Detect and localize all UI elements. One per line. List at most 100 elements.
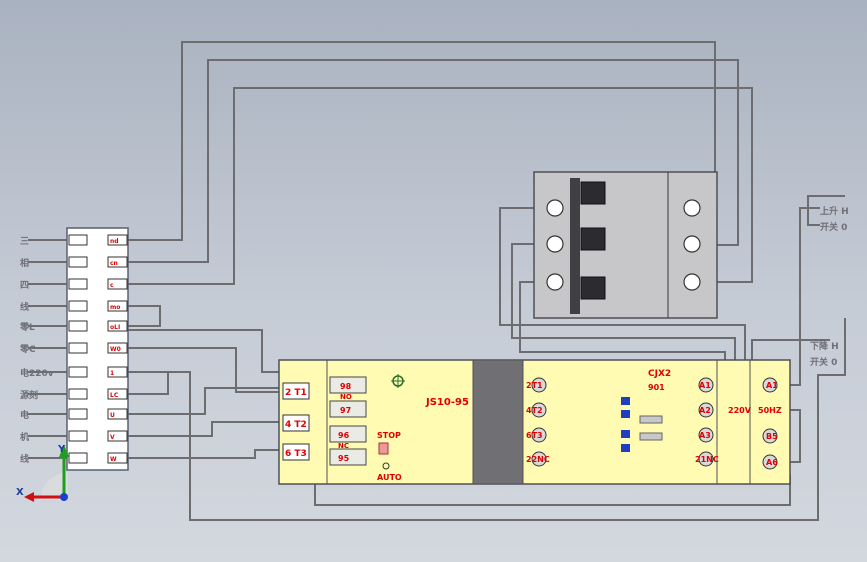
left-label: 三 [20, 236, 29, 247]
left-label: 四 [20, 280, 29, 291]
strip-slot-right [107, 320, 128, 332]
wire-top-2 [127, 59, 739, 263]
strip-slot-right [107, 300, 128, 312]
breaker-handle-1[interactable] [580, 181, 606, 205]
module-title: JS10-95 [425, 397, 469, 408]
strip-slot-left [68, 278, 88, 290]
breaker-handles[interactable] [580, 181, 606, 300]
adjust-knob-icon[interactable] [391, 374, 405, 388]
strip-tag: c [110, 282, 114, 289]
left-label: 机 [20, 431, 29, 443]
strip-slot-left [68, 366, 88, 378]
right-terminal-b5: B5 [766, 432, 778, 441]
breaker-handle-2[interactable] [580, 227, 606, 251]
x-axis-label: X [16, 487, 24, 498]
terminal-label-t3: 6 T3 [285, 449, 307, 459]
breaker-handle-3[interactable] [580, 276, 606, 300]
lower-limit-label-2: 开关 0 [810, 356, 837, 368]
breaker-terminal-r1 [683, 199, 701, 217]
contactor-sub: 901 [648, 383, 665, 392]
contactor-model: CJX2 [648, 369, 671, 379]
strip-slot-right [107, 388, 128, 400]
wire-strip-4 [127, 387, 282, 415]
right-terminal-a6: A6 [766, 458, 778, 467]
stop-button[interactable] [378, 442, 389, 455]
strip-tag: W [110, 456, 117, 463]
relay-label-no: NO [340, 393, 352, 401]
relay-label-98: 98 [340, 382, 352, 391]
frequency-label: 50HZ [758, 406, 782, 415]
breaker-rail [570, 178, 580, 314]
left-label: 零L [19, 322, 35, 333]
strip-slot-right [107, 234, 128, 246]
left-label: 源刻 [20, 389, 38, 401]
strip-slot-left [68, 430, 88, 442]
circuit-breaker[interactable] [533, 171, 718, 319]
contact-label-4t2: 4T2 [526, 406, 543, 415]
terminal-label-t1: 2 T1 [285, 388, 307, 398]
left-label: 电220v [20, 367, 54, 379]
strip-tag: oLI [110, 324, 120, 331]
right-terminal-a1: A1 [766, 381, 778, 390]
left-label: 线 [20, 301, 29, 313]
strip-slot-left [68, 452, 88, 464]
strip-slot-left [68, 388, 88, 400]
left-label: 零C [19, 344, 36, 355]
controller-module[interactable]: 2 T1 4 T2 6 T3 98 97 96 95 NO NC JS10-95… [278, 359, 791, 485]
left-label: 相 [20, 257, 29, 269]
axis-triad[interactable]: Y X [16, 444, 69, 502]
wire-loop-bottom [314, 474, 791, 506]
limit-switch-labels: 上升 H 开关 0 下降 H 开关 0 [810, 205, 849, 368]
strip-slot-right [107, 366, 128, 378]
wire-limit-down-b [127, 318, 846, 521]
strip-slot-left [68, 342, 88, 354]
wire-strip-6 [127, 449, 282, 459]
breaker-terminal-l1 [546, 199, 564, 217]
relay-label-nc: NC [338, 442, 349, 450]
strip-slot-right [107, 408, 128, 420]
relay-label-97: 97 [340, 406, 351, 415]
relay-label-95: 95 [338, 454, 350, 463]
strip-slot-left [68, 256, 88, 268]
strip-slot-left [68, 320, 88, 332]
coil-label-21nc: 21NC [695, 455, 719, 464]
lower-limit-label-1: 下降 H [810, 340, 839, 352]
contact-label-2t1: 2T1 [526, 381, 543, 390]
upper-limit-label-2: 开关 0 [820, 221, 847, 233]
breaker-terminals [546, 199, 701, 291]
strip-slot-left [68, 234, 88, 246]
strip-tag: LC [110, 392, 119, 399]
voltage-label: 220V [728, 406, 752, 415]
upper-limit-label-1: 上升 H [820, 205, 849, 217]
module-left-terminals: 2 T1 4 T2 6 T3 [282, 382, 310, 461]
wire-strip-5 [127, 421, 282, 437]
strip-tag: 1 [110, 370, 114, 377]
wire-strip-1 [127, 305, 161, 327]
strip-tag: V [110, 434, 115, 441]
wires [28, 41, 846, 521]
strip-slot-right [107, 278, 128, 290]
module-divider-block [472, 359, 524, 485]
right-terminals: A1 B5 A6 [762, 377, 778, 470]
strip-tag: nd [110, 238, 119, 245]
strip-tag: mo [110, 304, 120, 311]
strip-slot-left [68, 408, 88, 420]
wire-strip-2 [127, 347, 280, 393]
coil-label-a1: A1 [699, 381, 711, 390]
coil-label-a2: A2 [699, 406, 711, 415]
contactor-terminals: 2T1 4T2 6T3 22NC [526, 377, 550, 467]
auto-indicator-icon [382, 462, 390, 470]
strip-slot-right [107, 342, 128, 354]
breaker-terminal-r2 [683, 235, 701, 253]
wire-leads [28, 239, 68, 459]
wire-limit-up-b [807, 195, 845, 226]
indicator-leds [621, 397, 663, 452]
wire-top-3 [127, 87, 753, 285]
strip-slot-left [68, 300, 88, 312]
contact-label-6t3: 6T3 [526, 431, 543, 440]
y-axis-label: Y [57, 444, 66, 455]
